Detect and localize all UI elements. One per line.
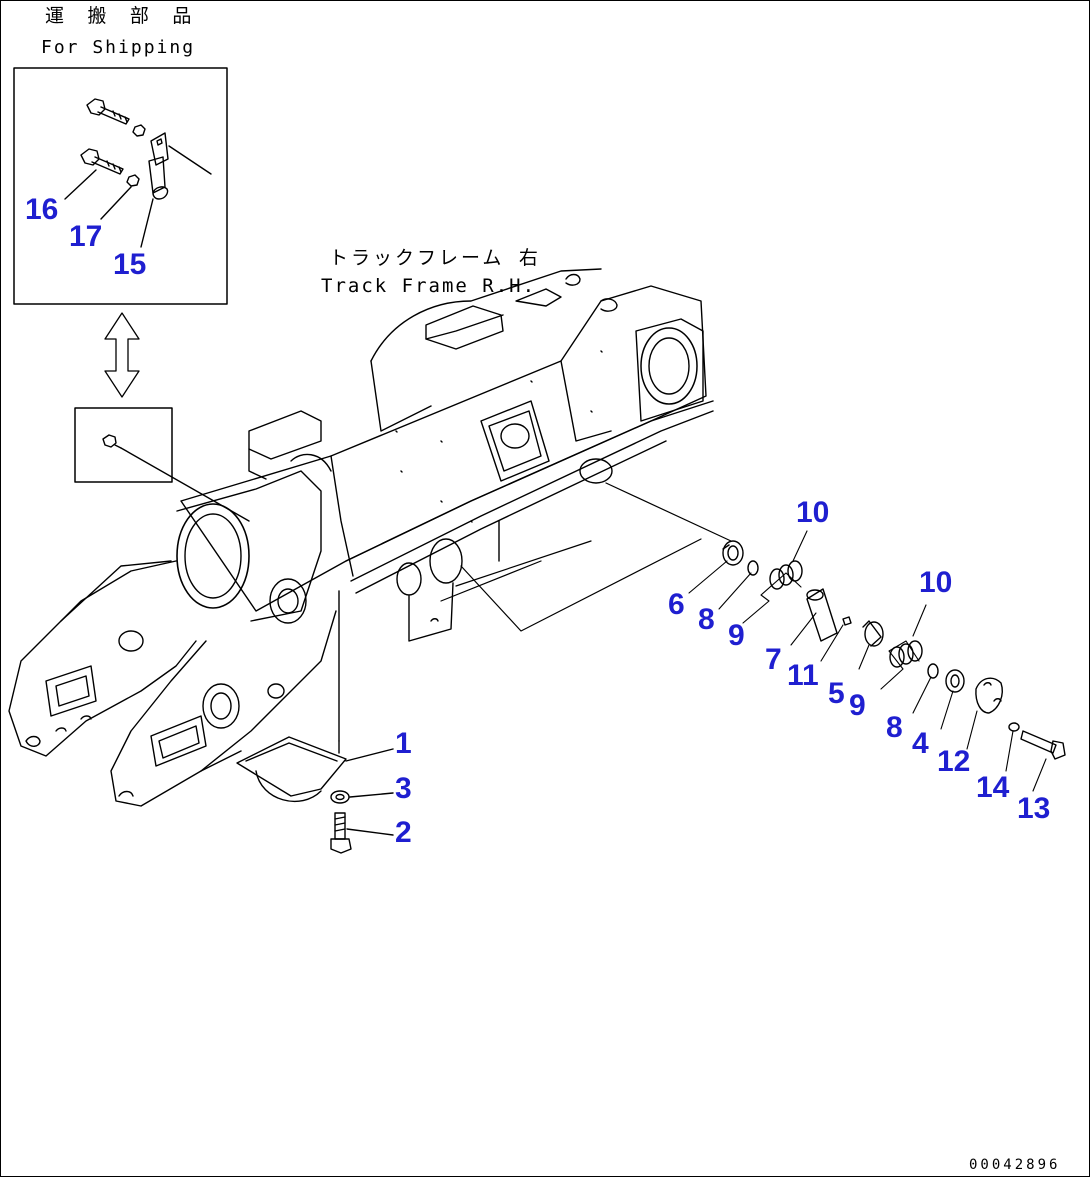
explode-guides [440, 482, 732, 632]
callout-12: 12 [937, 745, 971, 778]
callout-17: 17 [69, 220, 103, 253]
callout-2: 2 [395, 816, 412, 849]
callout-8b: 8 [886, 711, 903, 744]
leader-15 [140, 198, 154, 248]
shipping-washer-17 [126, 174, 140, 187]
left-yoke-arms [8, 560, 337, 807]
shipping-bracket-15 [148, 132, 212, 200]
frame-caption-en: Track Frame R.H. [321, 275, 537, 297]
shipping-bolt-upper [86, 98, 130, 125]
callout-11: 11 [787, 659, 819, 692]
shipping-inset-box [13, 67, 228, 305]
part-11-small-pin [842, 616, 852, 626]
part-14-washer [1008, 722, 1020, 732]
part-12-cover [975, 677, 1003, 714]
part-8-ring-b [927, 663, 939, 679]
callout-13: 13 [1017, 792, 1051, 825]
callout-10b: 10 [919, 566, 953, 599]
shipping-bolt-16 [80, 148, 124, 175]
bolt-2 [330, 812, 352, 854]
shipping-caption-en: For Shipping [41, 37, 196, 58]
part-5-bushing [862, 620, 884, 647]
double-arrow-icon [104, 312, 140, 398]
callout-3: 3 [395, 772, 412, 805]
part-9-coil-a [769, 560, 803, 590]
callout-9b: 9 [849, 689, 866, 722]
callout-4: 4 [912, 727, 929, 760]
track-frame-body [176, 268, 714, 742]
drawing-number: 00042896 [969, 1157, 1061, 1173]
leader-2 [346, 828, 394, 836]
callout-6: 6 [668, 588, 685, 621]
callout-1: 1 [395, 727, 412, 760]
shipping-caption-jp: 運 搬 部 品 [45, 5, 198, 27]
shipping-washer-upper [132, 124, 146, 137]
part-4-seal [945, 669, 965, 693]
part-9-coil-b [889, 640, 923, 668]
detail-box [74, 407, 250, 522]
leader-16 [64, 169, 97, 200]
washer-3 [330, 790, 350, 804]
callout-9a: 9 [728, 619, 745, 652]
part-13-bolt [1020, 730, 1066, 760]
part-7-pin [806, 588, 838, 642]
leader-17 [100, 186, 132, 220]
callout-5: 5 [828, 677, 845, 710]
part-6-seal [722, 540, 744, 566]
callout-14: 14 [976, 771, 1010, 804]
cover-plate-1 [236, 736, 347, 802]
callout-15: 15 [113, 248, 147, 281]
leader-3 [349, 792, 394, 798]
part-8-ring-a [747, 560, 759, 576]
callout-8a: 8 [698, 603, 715, 636]
leader-1 [345, 748, 394, 762]
callout-7: 7 [765, 643, 782, 676]
right-leaders [688, 530, 1047, 792]
frame-caption-jp: トラックフレーム 右 [329, 247, 541, 269]
callout-16: 16 [25, 193, 59, 226]
callout-10a: 10 [796, 496, 830, 529]
